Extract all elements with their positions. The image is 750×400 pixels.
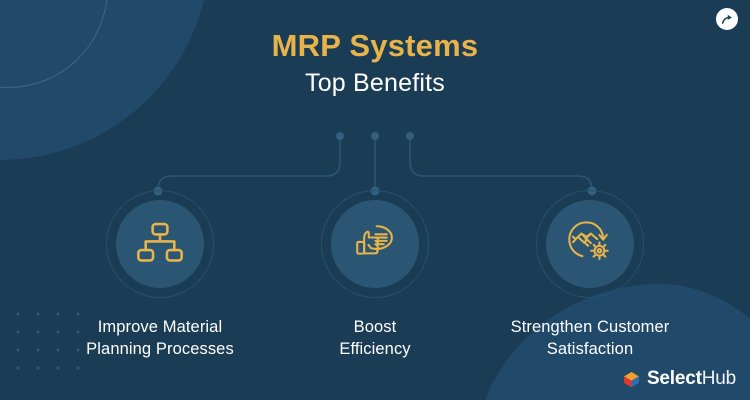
benefit-card-improve-material-planning[interactable]: Improve Material Planning Processes <box>53 190 268 360</box>
share-button[interactable] <box>716 8 738 30</box>
icon-disc <box>331 200 419 288</box>
benefit-label: Boost Efficiency <box>339 318 411 358</box>
brand-name-bold: Select <box>646 368 702 389</box>
benefits-row: Improve Material Planning Processes <box>0 190 750 360</box>
icon-disc <box>116 200 204 288</box>
benefit-label: Strengthen Customer Satisfaction <box>510 318 670 358</box>
page-subtitle: Top Benefits <box>305 69 445 97</box>
hierarchy-org-chart-icon <box>137 222 183 262</box>
selecthub-cube-logo-icon <box>624 371 639 387</box>
icon-ring <box>536 190 644 298</box>
benefit-label: Improve Material Planning Processes <box>86 318 234 358</box>
icon-ring <box>321 190 429 298</box>
brand-logo[interactable]: SelectHub <box>622 368 736 390</box>
brand-name: SelectHub <box>647 368 736 390</box>
title-block: MRP Systems Top Benefits <box>0 26 750 100</box>
page-title: MRP Systems <box>271 28 479 63</box>
share-arrow-icon <box>721 14 732 24</box>
icon-disc <box>546 200 634 288</box>
thumbs-up-speech-bubble-icon <box>356 225 393 255</box>
icon-ring <box>106 190 214 298</box>
benefit-card-boost-efficiency[interactable]: Boost Efficiency <box>268 190 483 360</box>
brand-name-light: Hub <box>701 368 736 389</box>
benefit-card-strengthen-customer-satisfaction[interactable]: Strengthen Customer Satisfaction <box>483 190 698 360</box>
handshake-gear-refresh-icon <box>568 221 609 261</box>
